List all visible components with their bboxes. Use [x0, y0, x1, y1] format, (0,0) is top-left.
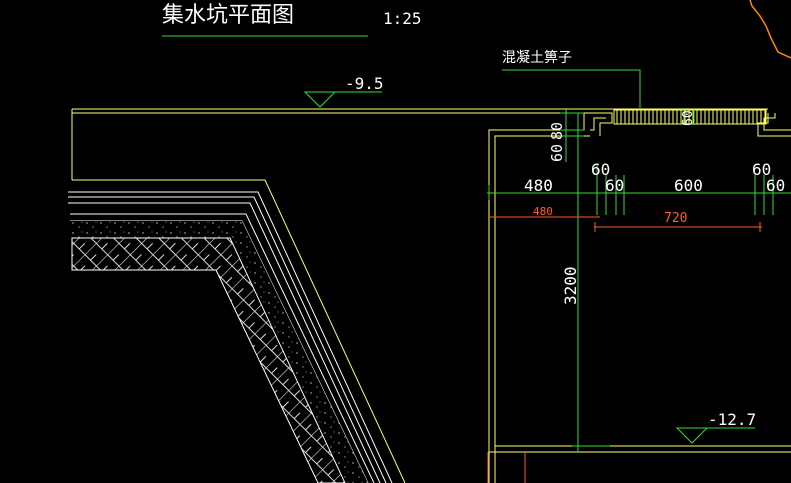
dimension-lines — [487, 108, 791, 452]
red-dimension-lines — [487, 216, 762, 483]
brick-layer — [71, 237, 346, 483]
concrete-layer — [70, 221, 368, 483]
red-dim-480: 480 — [533, 205, 553, 218]
dim-480: 480 — [524, 176, 553, 195]
wall-slope-edge — [264, 179, 406, 483]
grate-label: 混凝土箅子 — [502, 50, 572, 66]
boundary-line — [749, 0, 791, 59]
concrete-grate — [613, 109, 767, 125]
elevation-marker-top — [303, 91, 337, 108]
dim-60-a: 60 — [591, 160, 610, 179]
dim-80: 80 — [548, 122, 566, 140]
pit-outline — [488, 108, 791, 483]
dim-60-b: 60 — [605, 176, 624, 195]
dim-60-left: 60 — [548, 144, 566, 162]
drawing-title: 集水坑平面图 — [162, 3, 294, 28]
elevation-bottom-label: -12.7 — [708, 410, 756, 429]
dim-3200: 3200 — [561, 266, 580, 305]
grate-leader-line — [502, 69, 641, 108]
dim-60-c: 60 — [752, 160, 771, 179]
dim-60-grate: 60 — [681, 110, 696, 126]
drawing-scale: 1:25 — [383, 9, 422, 28]
dim-60-d: 60 — [766, 176, 785, 195]
red-dim-720: 720 — [664, 211, 687, 226]
dim-600: 600 — [674, 176, 703, 195]
elevation-top-label: -9.5 — [345, 74, 384, 93]
elevation-marker-bottom — [675, 427, 709, 444]
